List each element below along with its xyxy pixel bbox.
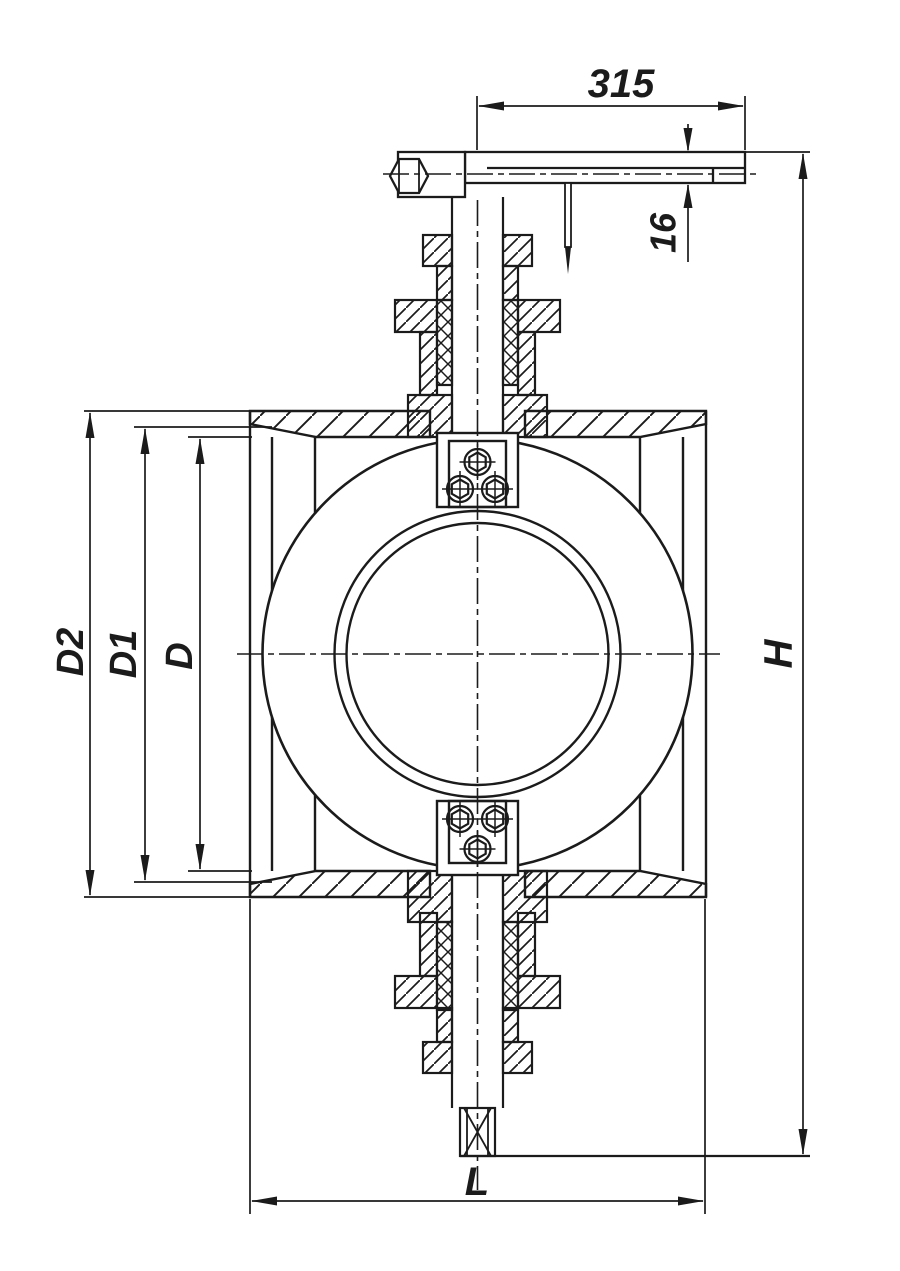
lock-pin (564, 182, 572, 248)
gland-column (516, 330, 537, 397)
handle-assembly (388, 150, 747, 274)
gland-flange-wing (393, 298, 439, 334)
dim-label-lever-length: 315 (588, 62, 655, 106)
arrowhead (85, 870, 95, 896)
stuffing-box-base (406, 393, 454, 439)
stem-packing (501, 920, 520, 1012)
bolt (442, 471, 478, 507)
gland-flange-wing (393, 974, 439, 1010)
lock-pin-tip (565, 247, 571, 274)
arrowhead (798, 1129, 808, 1155)
dimension-bore: D (159, 436, 252, 872)
dim-label-flange-diameter: D2 (50, 628, 92, 677)
dimension-lever-length: 315 (476, 62, 746, 150)
gland-sleeve (435, 1006, 454, 1044)
stem-packing (435, 920, 454, 1012)
gland-nut (501, 233, 534, 268)
gland-sleeve (501, 264, 520, 302)
top-flange-band-right (523, 409, 708, 439)
centerlines (237, 173, 757, 1190)
gland-nut (421, 1040, 454, 1075)
dim-label-height: H (757, 638, 801, 668)
arrowhead (140, 855, 150, 881)
arrowhead (683, 184, 693, 208)
gland-sleeve (435, 264, 454, 302)
gland-column (418, 330, 439, 397)
arrowhead (718, 101, 744, 111)
arrowhead (85, 412, 95, 438)
hex-nut (388, 157, 430, 195)
arrowhead (678, 1196, 704, 1206)
arrowhead (798, 153, 808, 179)
gland-sleeve (501, 1006, 520, 1044)
dim-label-length: L (465, 1160, 489, 1204)
dim-label-bore: D (159, 642, 201, 669)
dimension-flange-diameter: D2 (50, 410, 250, 898)
gland-column (516, 911, 537, 978)
dim-label-lever-thickness: 16 (643, 212, 684, 253)
arrowhead (478, 101, 504, 111)
arrowhead (195, 438, 205, 464)
bolt (477, 801, 513, 837)
dimension-bolt-circle: D1 (103, 426, 272, 883)
bolt (477, 471, 513, 507)
gland-flange-wing (516, 298, 562, 334)
dim-label-bolt-circle: D1 (103, 630, 145, 679)
stuffing-box-base (501, 393, 549, 439)
dimensions: 315 16 D2 D1 (50, 62, 810, 1214)
arrowhead (140, 428, 150, 454)
gland-column (418, 911, 439, 978)
bolt (442, 801, 478, 837)
gland-flange-wing (516, 974, 562, 1010)
stem-packing (501, 298, 520, 387)
dimension-lever-thickness: 16 (643, 124, 693, 262)
arrowhead (251, 1196, 277, 1206)
arrowhead (683, 128, 693, 152)
gland-nut (501, 1040, 534, 1075)
top-flange-band-left (248, 409, 432, 439)
dimension-length: L (249, 899, 706, 1214)
bottom-flange-band-right (523, 869, 708, 899)
stem-packing (435, 298, 454, 387)
dimension-height: H (460, 151, 810, 1158)
arrowhead (195, 844, 205, 870)
bottom-flange-band-left (248, 869, 432, 899)
gland-nut (421, 233, 454, 268)
